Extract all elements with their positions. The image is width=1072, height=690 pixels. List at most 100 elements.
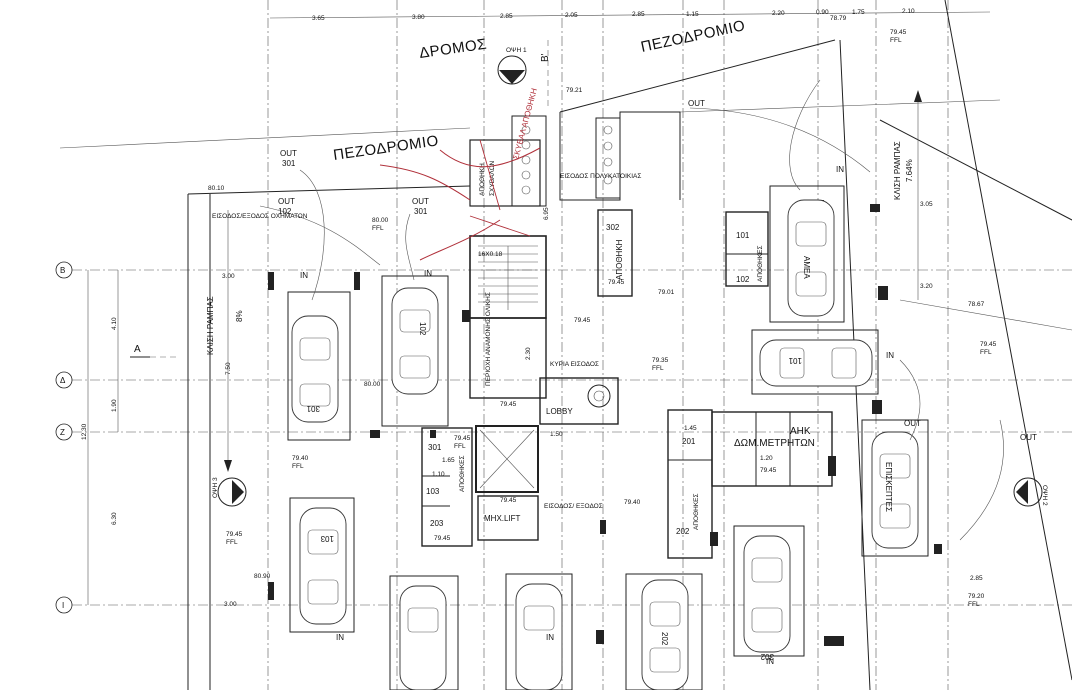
car-label-102: 102 bbox=[418, 322, 427, 336]
svg-text:1.20: 1.20 bbox=[760, 455, 773, 462]
storage-301-103-203: 301 103 203 ΑΠΟΘΗΚΕΣ bbox=[421, 427, 473, 547]
storage-201-number: 201 bbox=[682, 437, 696, 446]
svg-text:FFL: FFL bbox=[292, 463, 304, 470]
parking-202: 202 bbox=[625, 573, 703, 690]
svg-text:1.45: 1.45 bbox=[684, 425, 697, 432]
flow-out-d: OUT bbox=[904, 419, 921, 428]
level-13: 79.45 bbox=[574, 317, 591, 324]
lobby-label: LOBBY bbox=[546, 407, 573, 416]
svg-text:ΣΚΥΒΑΛ ΑΠΟΘΗΚΗ: ΣΚΥΒΑΛ ΑΠΟΘΗΚΗ bbox=[511, 87, 539, 160]
svg-text:FFL: FFL bbox=[372, 225, 384, 232]
dim-top-5: 2.85 bbox=[632, 11, 645, 18]
level-markers: 79.40 79.45 80.00 80.10 80.90 80.00 79.3… bbox=[208, 15, 997, 600]
svg-text:FFL: FFL bbox=[226, 539, 238, 546]
left-dimension-chain: 12.30 4.10 1.90 6.30 7.50 bbox=[81, 270, 232, 605]
flow-in-3: IN bbox=[836, 165, 844, 174]
svg-text:FFL: FFL bbox=[980, 349, 992, 356]
svg-text:B': B' bbox=[540, 53, 551, 62]
level-21: 79.45 bbox=[434, 535, 451, 542]
parking-302: 302 bbox=[733, 525, 805, 661]
flow-out-301-number: 301 bbox=[282, 159, 296, 168]
level-10: 79.20 bbox=[968, 593, 985, 600]
stair-waiting-area: ΠΕΡΙΟΧΗ ΑΝΑΜΟΝΗΣ ΟΛΙΚΗΣ bbox=[485, 292, 492, 386]
svg-text:2.85: 2.85 bbox=[970, 575, 983, 582]
svg-text:1.65: 1.65 bbox=[442, 457, 455, 464]
storage-302-number: 302 bbox=[606, 223, 620, 232]
storage-102-number: 102 bbox=[736, 275, 750, 284]
level-8: 79.01 bbox=[658, 289, 675, 296]
elevation-marker-1: ΟΨΗ 1 bbox=[497, 47, 527, 85]
flow-in-2: IN bbox=[424, 269, 432, 278]
grid-bubble-b: B bbox=[55, 261, 73, 279]
misc-dimensions: 3.00 3.00 3.20 3.05 1.50 1.45 1.65 1.10 … bbox=[222, 201, 983, 608]
section-marker-b: B' bbox=[540, 40, 551, 110]
level-15: 79.40 bbox=[624, 499, 641, 506]
entry-exit-label: ΕΙΣΟΔΟΣ/ ΕΞΟΔΟΣ bbox=[544, 503, 603, 510]
sidewalk-label-right: ΠΕΖΟΔΡΟΜΙΟ bbox=[639, 17, 747, 56]
level-3: 80.00 bbox=[372, 217, 389, 224]
lift-machine-label: ΜΗΧ.LIFT bbox=[484, 514, 521, 523]
flow-out-b-number: 301 bbox=[414, 207, 428, 216]
ramp-left-value: 8% bbox=[235, 310, 244, 322]
dim-left-5: 6.30 bbox=[111, 512, 118, 525]
wall-label: ΕΙΣΟΔΟΣ ΠΟΛΥΚΑΤΟΙΚΙΑΣ bbox=[560, 173, 641, 180]
level-17: 79.45 bbox=[226, 531, 243, 538]
flow-in-6: IN bbox=[546, 633, 554, 642]
flow-out-102: OUT bbox=[278, 197, 295, 206]
sidewalk-label-left: ΠΕΖΟΔΡΟΜΙΟ bbox=[332, 132, 440, 164]
storage-101-number: 101 bbox=[736, 231, 750, 240]
svg-text:Δ: Δ bbox=[60, 376, 66, 385]
parking-103: 103 bbox=[289, 497, 355, 633]
storage-302-label: ΑΠΟΘΗΚΗ bbox=[615, 239, 624, 280]
flow-labels: OUT 301 OUT 102 OUT 301 OUT OUT OUT IN I… bbox=[278, 99, 1037, 666]
flow-in-5: IN bbox=[336, 633, 344, 642]
flow-out-301: OUT bbox=[280, 149, 297, 158]
dim-top-4: 2.05 bbox=[565, 12, 578, 19]
grid-bubble-z: Z bbox=[55, 423, 73, 441]
vehicle-entry-sign: ΕΙΣΟΔΟΣ/ΕΞΟΔΟΣ ΟΧΗΜΑΤΩΝ bbox=[212, 213, 308, 220]
level-5: 80.90 bbox=[254, 573, 271, 580]
dim-top-2: 3.80 bbox=[412, 14, 425, 21]
dim-top-3: 2.85 bbox=[500, 13, 513, 20]
svg-text:3.05: 3.05 bbox=[920, 201, 933, 208]
svg-text:FFL: FFL bbox=[454, 443, 466, 450]
level-4: 80.10 bbox=[208, 185, 225, 192]
elevation-marker-3: ΟΨΗ 3 bbox=[212, 477, 247, 507]
flow-in-1: IN bbox=[300, 271, 308, 280]
storage-202-number: 202 bbox=[676, 527, 690, 536]
flow-in-4: IN bbox=[886, 351, 894, 360]
car-label-visitors: ΕΠΙΣΚΕΠΤΕΣ bbox=[884, 462, 893, 512]
level-11: 78.79 bbox=[830, 15, 847, 22]
car-label-302: 302 bbox=[760, 652, 774, 661]
parking-101: 101 bbox=[751, 329, 879, 395]
lift-shaft: ΜΗΧ.LIFT ΕΙΣΟΔΟΣ/ ΕΞΟΔΟΣ bbox=[475, 425, 603, 541]
svg-text:FFL: FFL bbox=[652, 365, 664, 372]
utility-room: ΑΗΚ ΔΩΜ.ΜΕΤΡΗΤΩΝ bbox=[711, 411, 833, 487]
stair-dims: 16Χ0.18 bbox=[478, 251, 503, 258]
level-1: 79.40 bbox=[292, 455, 309, 462]
level-9: 78.67 bbox=[968, 301, 985, 308]
storage-101-102: 101 102 ΑΠΟΘΗΚΕΣ bbox=[725, 211, 769, 287]
level-6: 80.00 bbox=[364, 381, 381, 388]
svg-text:ΟΨΗ 3: ΟΨΗ 3 bbox=[212, 477, 219, 498]
level-19: 79.45 bbox=[608, 279, 625, 286]
handwritten-note: ΣΚΥΒΑΛ ΑΠΟΘΗΚΗ bbox=[379, 87, 541, 261]
parking-301: 301 bbox=[287, 291, 351, 441]
svg-text:I: I bbox=[62, 601, 64, 610]
lobby: LOBBY bbox=[539, 377, 619, 425]
dim-top-10: 2.10 bbox=[902, 8, 915, 15]
storage-302: ΑΠΟΘΗΚΗ 302 bbox=[597, 209, 633, 297]
level-2: 79.45 bbox=[454, 435, 471, 442]
ramp-right-value: 7.64% bbox=[905, 159, 914, 182]
storage-301-label: ΑΠΟΘΗΚΕΣ bbox=[459, 455, 466, 492]
site-boundary bbox=[59, 0, 1072, 690]
svg-text:FFL: FFL bbox=[890, 37, 902, 44]
parking-bottom-extra bbox=[389, 573, 573, 690]
elevation-marker-2: ΟΨΗ 2 bbox=[1013, 477, 1048, 507]
road-label: ΔΡΟΜΟΣ bbox=[418, 36, 488, 62]
ramp-left-label: ΚΛΙΣΗ ΡΑΜΠΑΣ bbox=[206, 296, 215, 355]
flow-out-b: OUT bbox=[412, 197, 429, 206]
flow-out-c: OUT bbox=[688, 99, 705, 108]
car-label-301: 301 bbox=[306, 404, 320, 413]
svg-text:3.00: 3.00 bbox=[222, 273, 235, 280]
